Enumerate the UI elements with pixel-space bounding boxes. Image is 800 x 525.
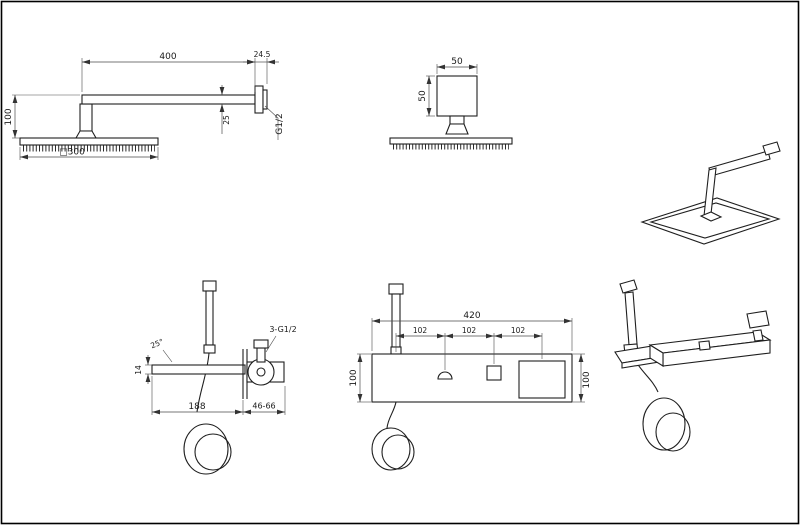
view-showerhead-side: 400 24.5 100 □300 25 G1/2 xyxy=(4,50,285,160)
dim-connections: 3-G1/2 xyxy=(269,325,296,334)
control-square xyxy=(486,365,502,381)
handshower-head xyxy=(388,283,404,295)
dim-spout-length: 188 xyxy=(188,402,205,412)
hose-drop xyxy=(196,352,210,413)
dim-panel-height-right: 100 xyxy=(582,371,592,388)
arm-3d-horizontal xyxy=(708,150,771,177)
dim-head-size: □300 xyxy=(59,148,85,158)
handshower-nut xyxy=(203,344,216,354)
valve-axis xyxy=(256,367,266,377)
dim-elbow-width: 50 xyxy=(451,57,463,67)
shower-arm xyxy=(81,94,256,105)
shower-head-plate xyxy=(19,137,159,146)
shower-head-edge xyxy=(389,137,513,145)
head-hub xyxy=(699,211,723,222)
dim-panel-width: 420 xyxy=(463,311,480,321)
handle-knob-3d xyxy=(746,310,770,329)
diverter-dome xyxy=(437,371,453,380)
handle-stem xyxy=(256,347,266,363)
hose-loop-2 xyxy=(655,412,691,452)
body-3d-left xyxy=(649,344,664,367)
view-valve-front: 420 102 102 102 100 100 xyxy=(349,283,592,471)
dim-panel-height-left: 100 xyxy=(349,369,359,386)
waterfall-spout xyxy=(518,360,566,399)
spout-side xyxy=(151,364,246,375)
head-stem xyxy=(449,115,465,125)
ball-joint xyxy=(75,130,97,139)
dim-elbow-height: 50 xyxy=(418,90,428,102)
handle-stem-3d xyxy=(752,329,764,342)
wall-flange xyxy=(254,85,264,114)
view-showerhead-3d xyxy=(640,141,781,245)
flange-3d xyxy=(762,141,781,156)
wall-elbow-block xyxy=(436,75,478,117)
view-valve-side: 3-G1/2 25° 14 188 46-66 xyxy=(134,280,297,475)
hose-drop xyxy=(386,401,397,429)
dim-spacing-b: 102 xyxy=(462,326,477,335)
hose-loop-1 xyxy=(371,427,411,471)
dim-install-depth: 46-66 xyxy=(252,402,275,411)
dim-thread: G1/2 xyxy=(275,113,285,134)
valve-cartridge xyxy=(247,358,275,386)
dim-flange-depth: 24.5 xyxy=(254,50,271,59)
hose-loop-2 xyxy=(194,433,232,471)
handle-knob xyxy=(253,339,269,349)
arm-head-connector xyxy=(79,103,93,132)
hose-loop-1 xyxy=(642,397,686,451)
diverter-3d xyxy=(698,340,711,351)
dim-arm-length: 400 xyxy=(159,52,176,62)
dim-head-height: 100 xyxy=(4,108,14,125)
dim-spout-height: 14 xyxy=(134,365,143,375)
dim-spacing-c: 102 xyxy=(511,326,526,335)
hose-loop-1 xyxy=(183,423,229,475)
handshower-handle xyxy=(624,291,638,346)
dim-spacing-a: 102 xyxy=(413,326,428,335)
mixer-panel xyxy=(371,353,573,403)
hose-loop-2 xyxy=(381,434,415,470)
handshower-head xyxy=(619,279,638,294)
dim-arm-profile: 25 xyxy=(222,115,231,125)
head-inner xyxy=(649,202,771,239)
handshower-head xyxy=(202,280,217,292)
head-cone xyxy=(445,123,469,135)
dim-angle: 25° xyxy=(149,337,165,350)
view-showerhead-front: 50 50 xyxy=(389,57,513,150)
wall-flange-cap xyxy=(262,89,268,110)
view-valve-3d xyxy=(614,279,772,452)
handshower-handle xyxy=(205,290,214,346)
